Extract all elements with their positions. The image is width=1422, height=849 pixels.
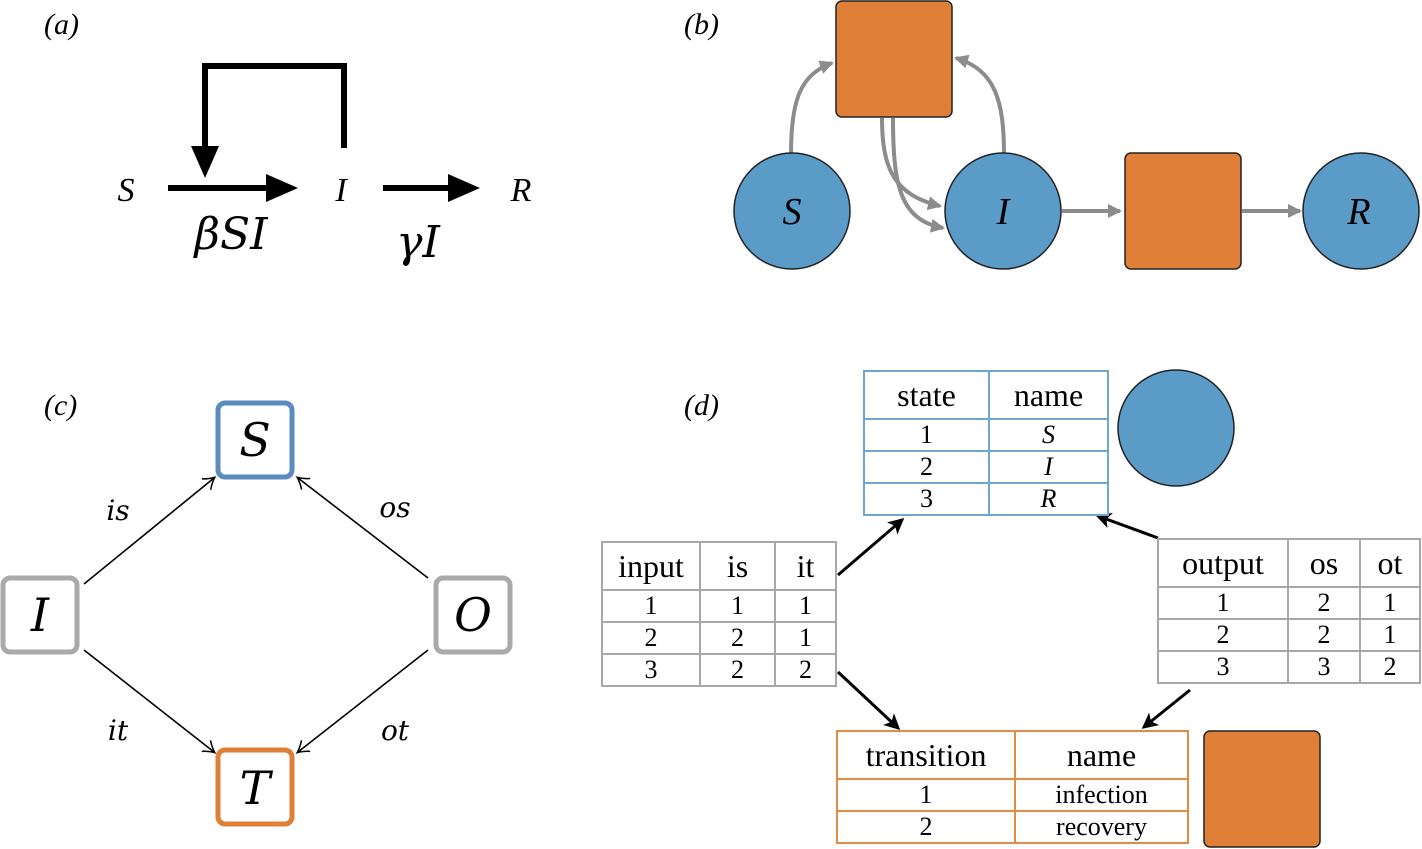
object-s-box — [215, 400, 295, 480]
input-table-header: input — [601, 541, 701, 591]
input-table-cell: 1 — [601, 589, 701, 623]
output-table-cell: 1 — [1157, 586, 1289, 620]
object-s-label: S — [239, 413, 271, 467]
state-r-label: R — [1346, 191, 1370, 233]
input-to-state-arrow — [837, 518, 905, 577]
transition-table-header: transition — [836, 730, 1016, 780]
panel-a-label: (a) — [44, 8, 79, 41]
infection-arrowhead — [266, 174, 298, 202]
output-table-cell: 2 — [1359, 650, 1421, 684]
state-s-node — [733, 152, 851, 270]
state-i-label: I — [996, 191, 1012, 233]
input-table-cell: 1 — [774, 621, 837, 655]
panel-d-label: (d) — [684, 389, 719, 422]
input-table-cell: 1 — [699, 589, 776, 623]
transition-legend-square — [1203, 730, 1321, 848]
input-table-cell: 1 — [774, 589, 837, 623]
state-table-header: name — [988, 370, 1109, 420]
species-s-label: S — [118, 172, 135, 209]
panel-d: (d) — [684, 369, 1321, 848]
transition-table-header: name — [1014, 730, 1189, 780]
species-i-label: I — [334, 172, 348, 209]
object-t-box — [215, 747, 295, 827]
input-table-header: is — [699, 541, 776, 591]
output-table: output os ot 1 2 1 2 2 1 3 3 2 — [1157, 538, 1421, 684]
morphism-it-label: it — [108, 714, 129, 747]
infection-rate-label: βSI — [193, 209, 270, 260]
panel-c-label: (c) — [44, 389, 77, 422]
output-table-cell: 2 — [1157, 618, 1289, 652]
input-table-cell: 2 — [774, 653, 837, 687]
output-table-cell: 2 — [1287, 586, 1361, 620]
panel-b-label: (b) — [684, 8, 719, 41]
input-table: input is it 1 1 1 2 2 1 3 2 2 — [601, 541, 837, 687]
state-table: state name 1 S 2 I 3 R — [863, 370, 1109, 516]
object-o-box — [433, 575, 513, 655]
input-table-header: it — [774, 541, 837, 591]
state-table-cell: I — [988, 450, 1109, 484]
panel-b: (b) S I R — [684, 0, 1420, 270]
transition-table-cell: 2 — [836, 810, 1016, 844]
input-to-transition-arrow — [836, 670, 901, 731]
input-table-cell: 2 — [699, 653, 776, 687]
arc-i-to-infection — [954, 54, 1006, 156]
output-table-header: os — [1287, 538, 1361, 588]
state-table-cell: 2 — [863, 450, 990, 484]
transition-infection-box — [835, 0, 953, 118]
output-table-cell: 1 — [1359, 618, 1421, 652]
input-table-cell: 3 — [601, 653, 701, 687]
feedback-loop-arrow — [202, 63, 347, 150]
state-table-cell: 3 — [863, 482, 990, 516]
output-table-cell: 1 — [1359, 586, 1421, 620]
state-table-header: state — [863, 370, 990, 420]
output-to-state-arrow — [1095, 512, 1159, 540]
object-t-label: T — [240, 761, 274, 815]
state-table-cell: 1 — [863, 418, 990, 452]
morphism-is-label: is — [106, 494, 129, 527]
output-table-header: ot — [1359, 538, 1421, 588]
arc-s-to-infection — [789, 60, 834, 156]
morphism-ot-arrow — [295, 649, 429, 754]
transition-table-cell: infection — [1014, 778, 1189, 812]
output-table-cell: 3 — [1287, 650, 1361, 684]
panel-a: (a) S I R βSI γI — [44, 8, 532, 268]
recovery-rate-label: γI — [396, 217, 441, 268]
output-table-cell: 2 — [1287, 618, 1361, 652]
output-to-transition-arrow — [1141, 688, 1191, 729]
state-i-node — [944, 152, 1062, 270]
object-i-label: I — [30, 588, 50, 642]
state-table-cell: S — [988, 418, 1109, 452]
feedback-arrowhead — [191, 146, 219, 178]
state-s-label: S — [783, 191, 802, 233]
input-table-cell: 2 — [699, 621, 776, 655]
object-i-box — [0, 575, 80, 655]
input-table-cell: 2 — [601, 621, 701, 655]
output-table-cell: 3 — [1157, 650, 1289, 684]
recovery-arrowhead — [448, 174, 480, 202]
object-o-label: O — [454, 588, 492, 642]
morphism-os-arrow — [295, 476, 429, 579]
arc-infection-to-i-2 — [891, 117, 945, 233]
morphism-it-arrow — [83, 649, 217, 754]
transition-recovery-box — [1124, 152, 1242, 270]
state-r-node — [1302, 152, 1420, 270]
transition-table-cell: 1 — [836, 778, 1016, 812]
output-table-header: output — [1157, 538, 1289, 588]
transition-table: transition name 1 infection 2 recovery — [836, 730, 1189, 844]
morphism-is-arrow — [83, 476, 217, 585]
morphism-os-label: os — [379, 491, 410, 524]
transition-table-cell: recovery — [1014, 810, 1189, 844]
species-r-label: R — [510, 172, 532, 209]
arc-infection-to-i-1 — [880, 117, 942, 210]
morphism-ot-label: ot — [381, 714, 410, 747]
state-legend-circle — [1117, 369, 1235, 487]
panel-c: (c) S T I O is os it ot — [0, 389, 513, 827]
state-table-cell: R — [988, 482, 1109, 516]
